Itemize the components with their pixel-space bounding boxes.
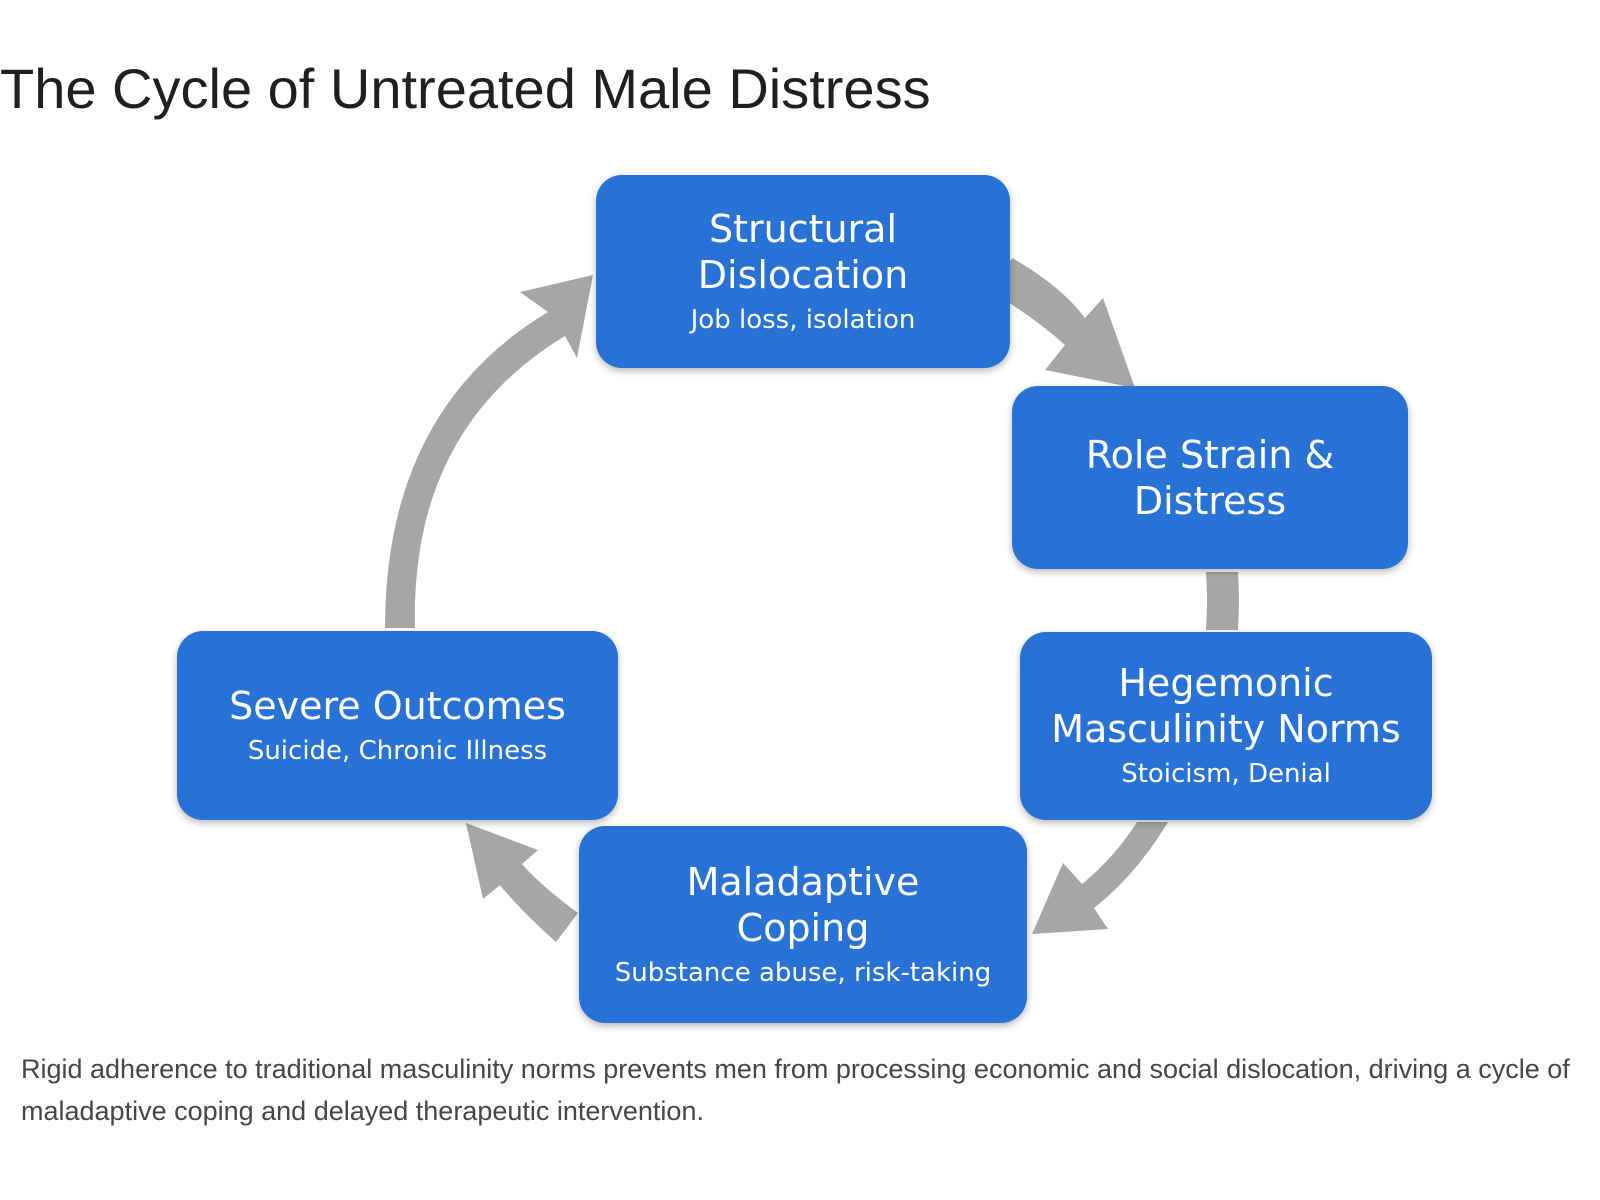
- node-subtitle: Stoicism, Denial: [1121, 759, 1331, 789]
- page-title: The Cycle of Untreated Male Distress: [0, 57, 931, 120]
- node-subtitle: Job loss, isolation: [690, 304, 916, 335]
- node-severe-outcomes: Severe Outcomes Suicide, Chronic Illness: [177, 631, 618, 820]
- node-maladaptive-coping: Maladaptive Coping Substance abuse, risk…: [579, 826, 1027, 1023]
- node-subtitle: Suicide, Chronic Illness: [247, 735, 548, 766]
- arrow-hegemonic-to-coping: [1032, 822, 1168, 934]
- arrow-severe-to-structural: [385, 275, 593, 628]
- arrow-coping-to-severe: [466, 823, 578, 942]
- arrow-structural-to-role: [992, 258, 1135, 388]
- node-subtitle: Substance abuse, risk-taking: [614, 957, 992, 988]
- node-hegemonic-norms: Hegemonic Masculinity Norms Stoicism, De…: [1020, 632, 1432, 820]
- node-title: Severe Outcomes: [229, 683, 566, 728]
- node-structural-dislocation: Structural Dislocation Job loss, isolati…: [596, 175, 1010, 368]
- diagram-caption: Rigid adherence to traditional masculini…: [21, 1054, 1570, 1126]
- node-title: Hegemonic Masculinity Norms: [1051, 661, 1401, 751]
- connector-role-to-hegemonic: [1206, 572, 1239, 630]
- node-role-strain: Role Strain & Distress: [1012, 386, 1408, 569]
- node-title: Maladaptive Coping: [686, 859, 920, 950]
- node-title: Structural Dislocation: [697, 206, 909, 297]
- node-title: Role Strain & Distress: [1085, 432, 1335, 523]
